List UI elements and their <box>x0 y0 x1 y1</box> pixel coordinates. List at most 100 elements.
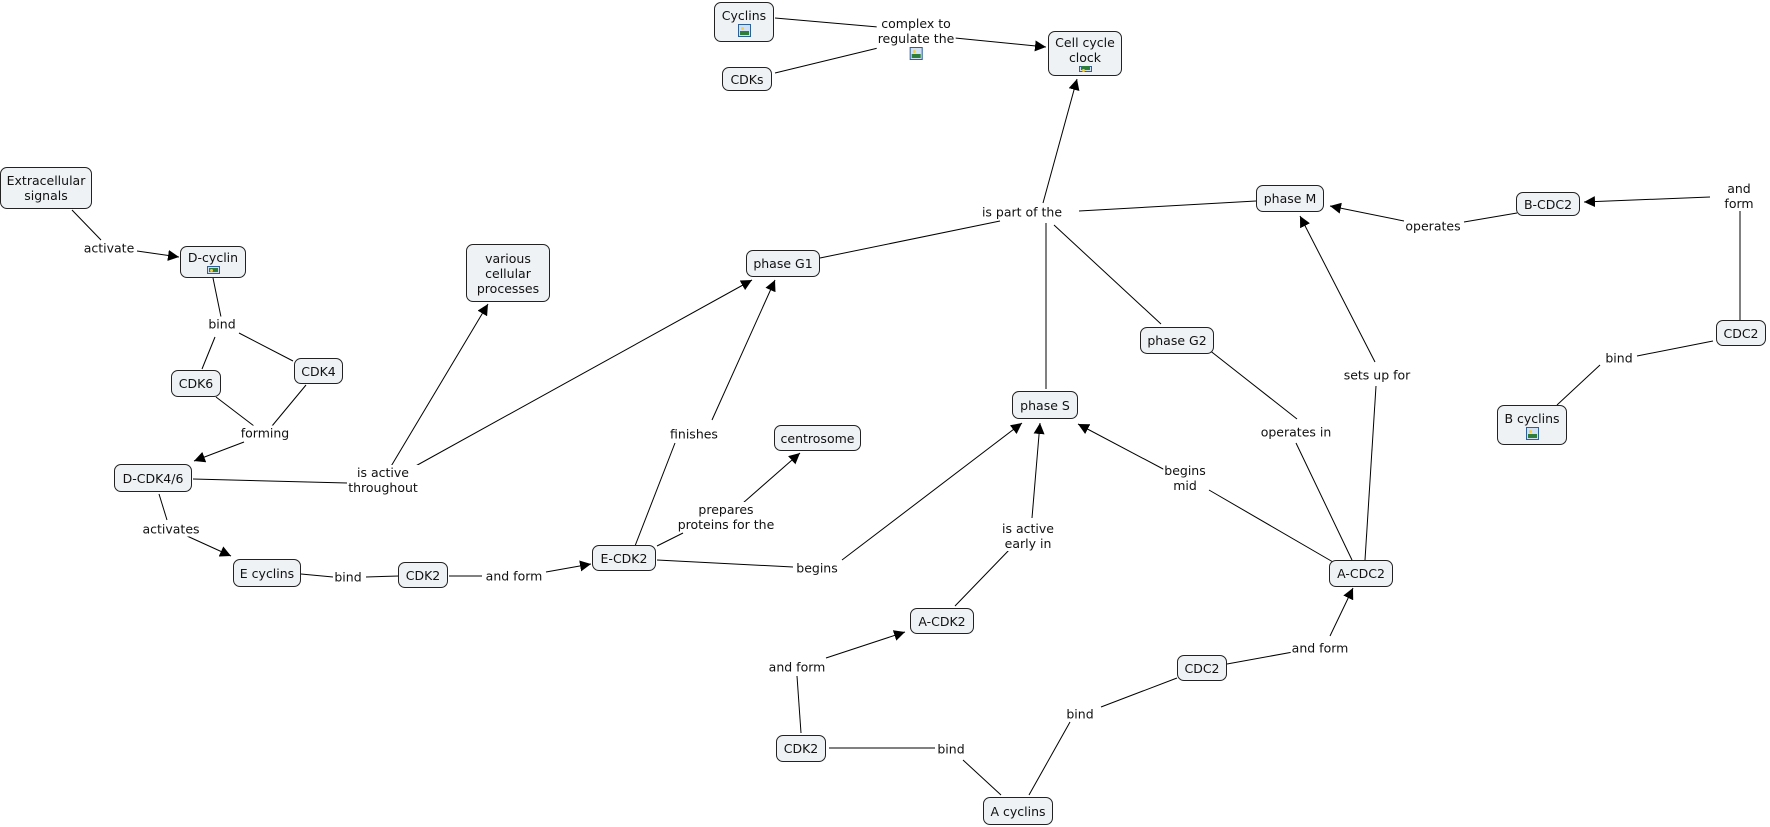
connector-line <box>1100 677 1178 708</box>
concept-centrosome[interactable]: centrosome <box>774 425 861 451</box>
concept-label: A cyclins <box>990 803 1046 819</box>
linking-phrase[interactable]: bind <box>1604 350 1634 366</box>
linking-phrase[interactable]: bind <box>207 316 237 332</box>
connector-line <box>389 303 489 469</box>
concept-label: D-cyclin <box>187 250 239 265</box>
linking-phrase[interactable]: bind <box>936 741 966 757</box>
connector-line <box>1198 341 1298 420</box>
connector-line <box>545 560 592 573</box>
linking-phrase[interactable]: and form <box>1723 181 1755 211</box>
image-icon[interactable] <box>206 266 220 274</box>
concept-e-cyclins[interactable]: E cyclins <box>233 559 301 587</box>
linking-phrase[interactable]: activates <box>141 521 201 537</box>
linking-phrase[interactable]: sets up for <box>1342 367 1412 383</box>
linking-phrase[interactable]: is active early in <box>1001 521 1055 551</box>
concept-cdc2-right[interactable]: CDC2 <box>1716 320 1766 346</box>
linking-phrase[interactable]: begins mid <box>1163 463 1207 493</box>
connector-line <box>819 220 1001 259</box>
connector-line <box>634 442 676 547</box>
image-icon[interactable] <box>1078 66 1092 72</box>
connector-line <box>711 279 776 421</box>
linking-phrase[interactable]: forming <box>239 425 291 441</box>
connector-line <box>774 47 879 74</box>
concept-cell-cycle-clock[interactable]: Cell cycle clock <box>1048 31 1122 76</box>
concept-label: CDC2 <box>1184 660 1220 676</box>
linking-phrase[interactable]: prepares proteins for the <box>676 502 776 532</box>
linking-phrase[interactable]: is active throughout <box>347 465 419 495</box>
connector-line <box>954 37 1047 52</box>
concept-e-cdk2[interactable]: E-CDK2 <box>592 545 656 571</box>
image-icon[interactable] <box>737 23 751 37</box>
linking-phrase[interactable]: bind <box>1065 706 1095 722</box>
concept-cdks[interactable]: CDKs <box>722 67 772 91</box>
concept-various-cellular-processes[interactable]: various cellular processes <box>466 244 550 302</box>
concept-cdc2-bottom[interactable]: CDC2 <box>1177 655 1227 681</box>
image-icon[interactable] <box>909 47 923 60</box>
concept-a-cdc2[interactable]: A-CDC2 <box>1329 560 1393 587</box>
connector-line <box>954 547 1012 607</box>
concept-label: B cyclins <box>1504 410 1560 426</box>
concept-phase-m[interactable]: phase M <box>1256 185 1324 212</box>
connector-line <box>158 493 168 521</box>
connector-line <box>1226 651 1294 665</box>
concept-b-cyclins[interactable]: B cyclins <box>1497 405 1567 445</box>
connector-line <box>1053 224 1162 325</box>
linking-phrase[interactable]: is part of the <box>980 204 1064 220</box>
concept-cyclins[interactable]: Cyclins <box>714 2 774 42</box>
connector-line <box>212 277 222 318</box>
image-icon[interactable] <box>1525 426 1539 440</box>
concept-cdk6[interactable]: CDK6 <box>171 370 221 397</box>
concept-phase-g1[interactable]: phase G1 <box>746 250 820 277</box>
concept-cdk4[interactable]: CDK4 <box>294 358 343 384</box>
concept-label: CDK2 <box>405 567 441 583</box>
linking-phrase[interactable]: begins <box>795 560 839 576</box>
concept-label: CDK6 <box>178 376 214 391</box>
linking-phrase[interactable]: operates <box>1404 218 1462 234</box>
concept-label: B-CDC2 <box>1523 196 1573 212</box>
linking-phrase[interactable]: complex to regulate the <box>876 1 956 75</box>
connector-line <box>215 396 255 427</box>
connector-line <box>1078 200 1257 212</box>
concept-label: various cellular processes <box>476 250 540 296</box>
concept-phase-s[interactable]: phase S <box>1012 391 1078 419</box>
concept-cdk2-bottom[interactable]: CDK2 <box>776 735 826 762</box>
connector-line <box>1636 340 1714 357</box>
linking-phrase[interactable]: and form <box>484 568 544 584</box>
linking-phrase[interactable]: and form <box>1290 640 1350 656</box>
concept-cdk2-mid[interactable]: CDK2 <box>398 562 448 588</box>
concept-b-cdc2[interactable]: B-CDC2 <box>1516 192 1580 216</box>
connector-line <box>136 249 180 261</box>
connector-line <box>186 535 232 557</box>
connector-line <box>1077 423 1166 471</box>
connector-line <box>193 441 245 463</box>
concept-d-cdk4-6[interactable]: D-CDK4/6 <box>114 464 192 492</box>
concept-label: A-CDC2 <box>1337 566 1385 581</box>
connector-line <box>1556 364 1601 406</box>
connector-line <box>774 17 879 28</box>
concept-phase-g2[interactable]: phase G2 <box>1140 327 1214 354</box>
connector-line <box>300 573 334 578</box>
linking-phrase[interactable]: and form <box>767 659 827 675</box>
concept-label: CDK4 <box>301 363 336 379</box>
linking-phrase[interactable]: activate <box>82 240 136 256</box>
connector-line <box>1028 721 1071 796</box>
linking-phrase[interactable]: bind <box>333 569 363 585</box>
concept-label: E cyclins <box>239 565 295 581</box>
connector-line <box>656 559 794 568</box>
connector-line <box>1299 215 1376 363</box>
concept-extracellular-signals[interactable]: Extracellular signals <box>0 167 92 209</box>
concept-label: phase M <box>1263 191 1317 206</box>
linking-phrase[interactable]: finishes <box>669 426 719 442</box>
connector-line <box>1329 202 1405 222</box>
concept-d-cyclin[interactable]: D-cyclin <box>180 246 246 278</box>
concept-a-cdk2[interactable]: A-CDK2 <box>910 608 974 634</box>
concept-label: CDKs <box>730 71 764 87</box>
concept-label: phase G1 <box>753 256 813 271</box>
linking-phrase[interactable]: operates in <box>1259 424 1333 440</box>
connector-line <box>1329 587 1354 637</box>
connector-line <box>742 452 801 504</box>
concept-label: D-CDK4/6 <box>122 470 184 486</box>
concept-a-cyclins[interactable]: A cyclins <box>983 797 1053 825</box>
connector-line <box>271 384 307 427</box>
